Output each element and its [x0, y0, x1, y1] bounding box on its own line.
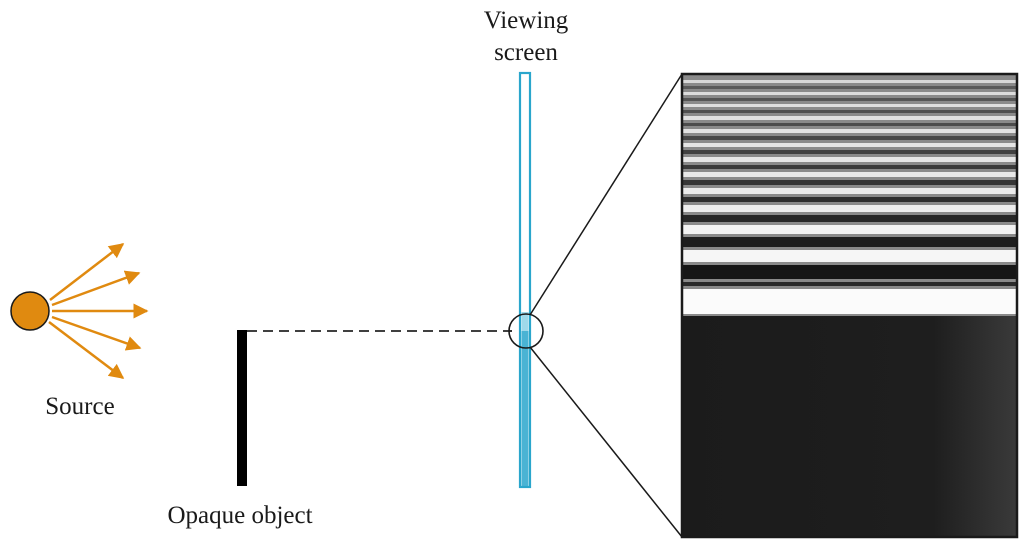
- fringe-band: [682, 80, 1017, 83]
- zoom-line-top: [529, 73, 683, 316]
- fringe-band: [682, 104, 1017, 107]
- fringe-band: [682, 129, 1017, 133]
- fringe-band: [682, 98, 1017, 101]
- fringe-band: [682, 205, 1017, 212]
- opaque-object-label: Opaque object: [167, 502, 312, 529]
- fringe-bands: [682, 80, 1017, 314]
- light-rays: [48, 243, 149, 379]
- inset-shadow-area: [682, 316, 1017, 537]
- screen-fringe-region: [521, 312, 529, 331]
- fringe-band: [682, 289, 1017, 314]
- fringe-band: [682, 172, 1017, 177]
- fringe-band: [682, 157, 1017, 162]
- fringe-band: [682, 110, 1017, 113]
- fringe-band: [682, 188, 1017, 194]
- fringe-band: [682, 165, 1017, 169]
- fringe-band: [682, 92, 1017, 95]
- ray-arrow: [51, 270, 141, 307]
- fringe-band: [682, 197, 1017, 202]
- fringe-band: [682, 225, 1017, 234]
- inset-frame: [680, 72, 1019, 539]
- viewing-screen: [518, 71, 532, 489]
- source-label: Source: [45, 393, 114, 420]
- fringe-band: [682, 237, 1017, 247]
- opaque-object-group: Opaque object: [167, 330, 313, 529]
- ray-arrow: [49, 243, 125, 301]
- fringe-band: [682, 136, 1017, 140]
- opaque-object: [237, 330, 247, 486]
- fringe-band: [682, 250, 1017, 262]
- fringe-band: [682, 215, 1017, 222]
- ray-arrow: [48, 321, 125, 379]
- viewing-screen-group: Viewing screen: [484, 7, 569, 489]
- fringe-band: [682, 86, 1017, 89]
- ray-arrow: [51, 315, 142, 351]
- viewing-screen-label-line2: screen: [494, 39, 558, 66]
- diffraction-pattern-inset: [680, 72, 1019, 539]
- screen-shadow-region: [521, 331, 529, 486]
- zoom-line-bottom: [529, 346, 683, 538]
- fringe-band: [682, 265, 1017, 279]
- light-source-icon: [10, 291, 50, 331]
- source-group: Source: [10, 243, 149, 420]
- fringe-band: [682, 116, 1017, 120]
- fringe-band: [682, 143, 1017, 147]
- fringe-band: [682, 282, 1017, 286]
- viewing-screen-label-line1: Viewing: [484, 7, 569, 34]
- fringe-band: [682, 180, 1017, 185]
- zoom-circle-icon: [508, 313, 544, 349]
- fringe-band: [682, 123, 1017, 126]
- fringe-band: [682, 150, 1017, 154]
